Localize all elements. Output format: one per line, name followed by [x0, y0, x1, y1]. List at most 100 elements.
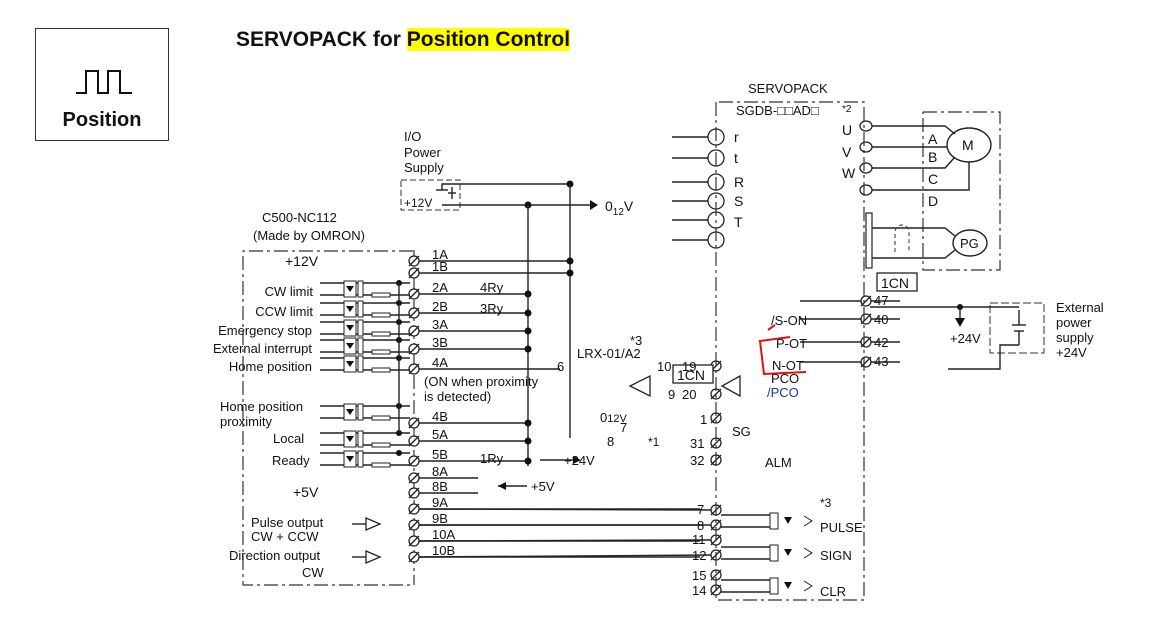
terminal-label: 9B: [432, 511, 448, 526]
terminal: 3A: [408, 317, 532, 337]
terminal-label: 10A: [432, 527, 455, 542]
svg-text:U: U: [842, 122, 852, 138]
relay-3ry-label: 3Ry: [480, 301, 504, 316]
signal-emergency-stop: Emergency stop: [218, 323, 312, 338]
io-supply-box: [400, 179, 461, 211]
terminal: 8B: [408, 479, 478, 499]
photocoupler-icon: [320, 300, 410, 318]
photocoupler-icon: [320, 403, 410, 421]
io-voltage: +12V: [404, 196, 432, 210]
motor-terminal-icon: [859, 184, 873, 196]
lrx-zero-12v: 012V: [600, 410, 627, 425]
svg-text:V: V: [842, 144, 852, 160]
red-annotation-bracket: [758, 336, 807, 376]
terminal-label: 4B: [432, 409, 448, 424]
terminal-label: 8A: [432, 464, 448, 479]
signal-n-ot: N-OT: [772, 358, 804, 373]
svg-text:+24V: +24V: [1056, 345, 1087, 360]
terminal: 2B: [408, 299, 532, 319]
relay-1ry-label: 1Ry: [480, 451, 504, 466]
terminal: 3B: [408, 335, 532, 355]
title-prefix: SERVOPACK for: [236, 28, 407, 51]
receiver-amp-icon: [628, 374, 651, 398]
svg-text:47: 47: [874, 293, 888, 308]
proximity-note-2: is detected): [424, 389, 491, 404]
terminal: 5B: [408, 447, 532, 467]
svg-text:supply: supply: [1056, 330, 1094, 345]
photocoupler-icon: [320, 280, 410, 298]
svg-text:S: S: [734, 193, 743, 209]
signal-home-proximity-2: proximity: [220, 414, 273, 429]
svg-text:r: r: [734, 129, 739, 145]
alarm-note: *1: [648, 435, 660, 449]
terminal: 1A: [408, 247, 574, 267]
terminal-label: 9A: [432, 495, 448, 510]
terminal: 4B: [408, 409, 532, 429]
photocoupler-icon: [320, 430, 410, 448]
svg-text:8: 8: [607, 434, 614, 449]
page-title: SERVOPACK for Position Control: [236, 28, 571, 52]
svg-text:42: 42: [874, 335, 888, 350]
svg-text:PG: PG: [960, 236, 979, 251]
svg-text:R: R: [734, 174, 744, 190]
signal-external-interrupt: External interrupt: [213, 341, 312, 356]
terminal-label: 4A: [432, 355, 448, 370]
line-driver-icon: [365, 550, 382, 564]
svg-text:31: 31: [690, 436, 704, 451]
pco-driver-icon: [720, 374, 741, 398]
svg-text:B: B: [928, 149, 937, 165]
svg-text:43: 43: [874, 354, 888, 369]
io-power-supply: I/O Power Supply +12V 012V: [400, 129, 634, 218]
svg-text:15: 15: [692, 568, 706, 583]
photocoupler-icon: [320, 355, 410, 373]
signal-sg: SG: [732, 424, 751, 439]
svg-text:M: M: [962, 137, 974, 153]
svg-text:T: T: [734, 214, 743, 230]
io-label-3: Supply: [404, 160, 444, 175]
signal-home-proximity-1: Home position: [220, 399, 303, 414]
signal-ready: Ready: [272, 453, 310, 468]
external-power-supply: External power supply +24V +24V: [870, 300, 1104, 370]
proximity-note-1: (ON when proximity: [424, 374, 539, 389]
line-driver-icon: [365, 517, 382, 531]
svg-text:power: power: [1056, 315, 1092, 330]
signal-ccw-limit: CCW limit: [255, 304, 313, 319]
signal-s-on: /S-ON: [771, 313, 807, 328]
terminal: 1B: [408, 259, 574, 279]
io-label-2: Power: [404, 145, 442, 160]
motor-section: A B C D M PG: [865, 111, 1001, 271]
terminal-label: 3A: [432, 317, 448, 332]
lrx-model: LRX-01/A2: [577, 346, 641, 361]
plus5v-label: +5V: [531, 479, 555, 494]
svg-text:19: 19: [682, 359, 696, 374]
controller-12v: +12V: [285, 253, 319, 269]
photocoupler-icon: [320, 337, 410, 355]
photocoupler-icon: [721, 544, 813, 562]
pulse-train-icon: [76, 70, 132, 94]
mode-badge: Position: [35, 28, 169, 141]
shield-connector: [865, 212, 873, 269]
signal-home-position: Home position: [229, 359, 312, 374]
controller-model: C500-NC112: [262, 210, 337, 225]
relay-contacts: 4Ry 3Ry 1Ry (ON when proximity is detect…: [424, 280, 595, 494]
svg-text:40: 40: [874, 312, 888, 327]
signal-clr: CLR: [820, 584, 846, 599]
svg-text:External: External: [1056, 300, 1104, 315]
terminal-label: 2A: [432, 280, 448, 295]
relay-4ry-label: 4Ry: [480, 280, 504, 295]
svg-text:7: 7: [620, 420, 627, 435]
signal-alm: ALM: [765, 455, 792, 470]
svg-text:1CN: 1CN: [881, 275, 909, 291]
svg-text:D: D: [928, 193, 938, 209]
encoder-icon: [952, 229, 988, 257]
pulse-note: *3: [820, 496, 832, 510]
photocoupler-icon: [320, 319, 410, 337]
signal-direction-output: Direction output: [229, 548, 320, 563]
connector-1cn-right: [876, 272, 918, 292]
signal-local: Local: [273, 431, 304, 446]
svg-text:11: 11: [692, 532, 706, 547]
controller-outline: [242, 250, 413, 586]
svg-text:C: C: [928, 171, 938, 187]
motor-terminal-icon: [859, 162, 873, 174]
